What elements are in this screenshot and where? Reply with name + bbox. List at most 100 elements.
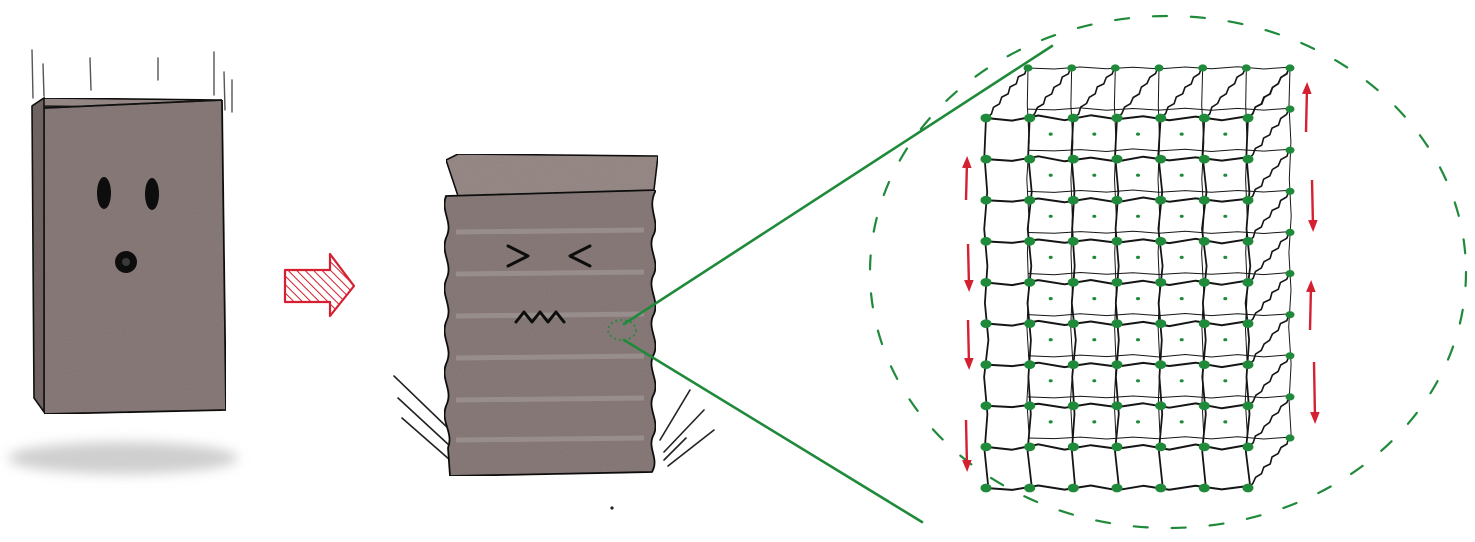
atom — [1242, 442, 1254, 452]
atom — [980, 154, 992, 164]
atom — [1092, 297, 1097, 301]
atom — [1155, 236, 1167, 246]
atom — [1048, 173, 1053, 177]
atom — [1111, 195, 1123, 205]
atom — [1136, 132, 1140, 136]
lattice-bond — [1247, 354, 1291, 407]
atom — [1067, 195, 1079, 205]
atom — [1092, 132, 1097, 136]
atom — [1285, 187, 1295, 195]
atom — [1111, 236, 1123, 246]
atom — [1092, 255, 1097, 259]
lattice-bond — [1247, 149, 1290, 201]
surprised-face — [97, 177, 159, 273]
atom — [1024, 360, 1036, 370]
atom — [980, 278, 992, 287]
lattice-bond — [1116, 66, 1159, 119]
atom — [1067, 319, 1079, 328]
block-top-face — [445, 153, 659, 197]
atom — [1155, 154, 1167, 164]
lattice-bond — [983, 117, 990, 489]
atom — [1048, 379, 1053, 383]
atom — [1136, 297, 1140, 301]
lattice-bond — [1288, 67, 1292, 439]
atom — [1179, 379, 1184, 383]
atom — [1023, 64, 1033, 72]
atom — [1155, 195, 1167, 205]
atom — [1024, 319, 1036, 328]
atom — [1111, 401, 1123, 411]
atom — [1111, 442, 1123, 452]
atom — [1067, 401, 1079, 411]
lattice-bond — [1247, 313, 1290, 366]
vibration-bands — [455, 227, 645, 443]
atom — [1092, 379, 1097, 383]
shadow — [8, 442, 238, 474]
atom — [1155, 113, 1167, 123]
atom — [1155, 401, 1167, 411]
atom — [1223, 173, 1228, 177]
atom — [1223, 420, 1228, 424]
lattice-bond — [1070, 117, 1077, 489]
vibration-arrows — [962, 82, 1320, 472]
lattice-bond — [1029, 67, 1072, 119]
atom — [980, 195, 992, 205]
lattice-bond — [985, 66, 1028, 119]
lattice-bond — [1247, 272, 1291, 325]
lattice-bond — [1201, 117, 1208, 489]
atom — [980, 236, 992, 246]
atom — [1067, 360, 1079, 370]
atom — [1223, 297, 1228, 301]
atom — [980, 483, 992, 493]
left-eye — [97, 177, 111, 209]
atom — [1024, 195, 1036, 205]
vibration-arrow — [1308, 179, 1318, 232]
atom — [1092, 420, 1097, 424]
atom — [1024, 442, 1036, 452]
atom — [1179, 255, 1184, 259]
lattice-bond — [1247, 108, 1291, 160]
atom — [1092, 173, 1097, 177]
atom — [1067, 483, 1079, 493]
atom — [1198, 360, 1210, 370]
atom — [1242, 401, 1254, 411]
atom — [1067, 278, 1079, 287]
atom — [1285, 64, 1295, 72]
atom — [1223, 379, 1228, 383]
atom — [1223, 255, 1228, 259]
vibration-arrow — [1310, 361, 1320, 424]
lattice-bond — [1114, 117, 1120, 489]
lattice-bond — [1247, 436, 1290, 489]
atom — [1111, 483, 1123, 493]
atom — [1198, 154, 1210, 164]
atom — [1285, 352, 1295, 360]
atom — [1024, 483, 1036, 493]
lattice-bond — [1247, 231, 1290, 284]
atom — [1179, 420, 1184, 424]
vibrating-block — [393, 153, 715, 510]
atom — [1198, 483, 1210, 493]
atom — [1285, 228, 1295, 236]
atom — [1241, 64, 1251, 72]
lattice-bond — [1026, 117, 1033, 489]
atom — [1067, 113, 1079, 123]
atom — [1067, 236, 1079, 246]
atom — [1198, 401, 1210, 411]
lattice-bond — [1203, 67, 1247, 119]
atom — [1198, 442, 1210, 452]
right-eye — [568, 244, 592, 268]
hatched-right-arrow-icon — [283, 252, 356, 318]
motion-lines — [31, 49, 233, 113]
atom — [1024, 278, 1036, 287]
falling-block — [8, 49, 238, 474]
atom — [1242, 278, 1254, 287]
atom — [1223, 132, 1228, 136]
atom — [1242, 236, 1254, 246]
atom — [1242, 483, 1254, 493]
lattice-bond — [1027, 107, 1291, 111]
atom — [1179, 214, 1184, 218]
atom — [1285, 311, 1295, 319]
atom — [1024, 113, 1036, 123]
atom — [1136, 173, 1140, 177]
